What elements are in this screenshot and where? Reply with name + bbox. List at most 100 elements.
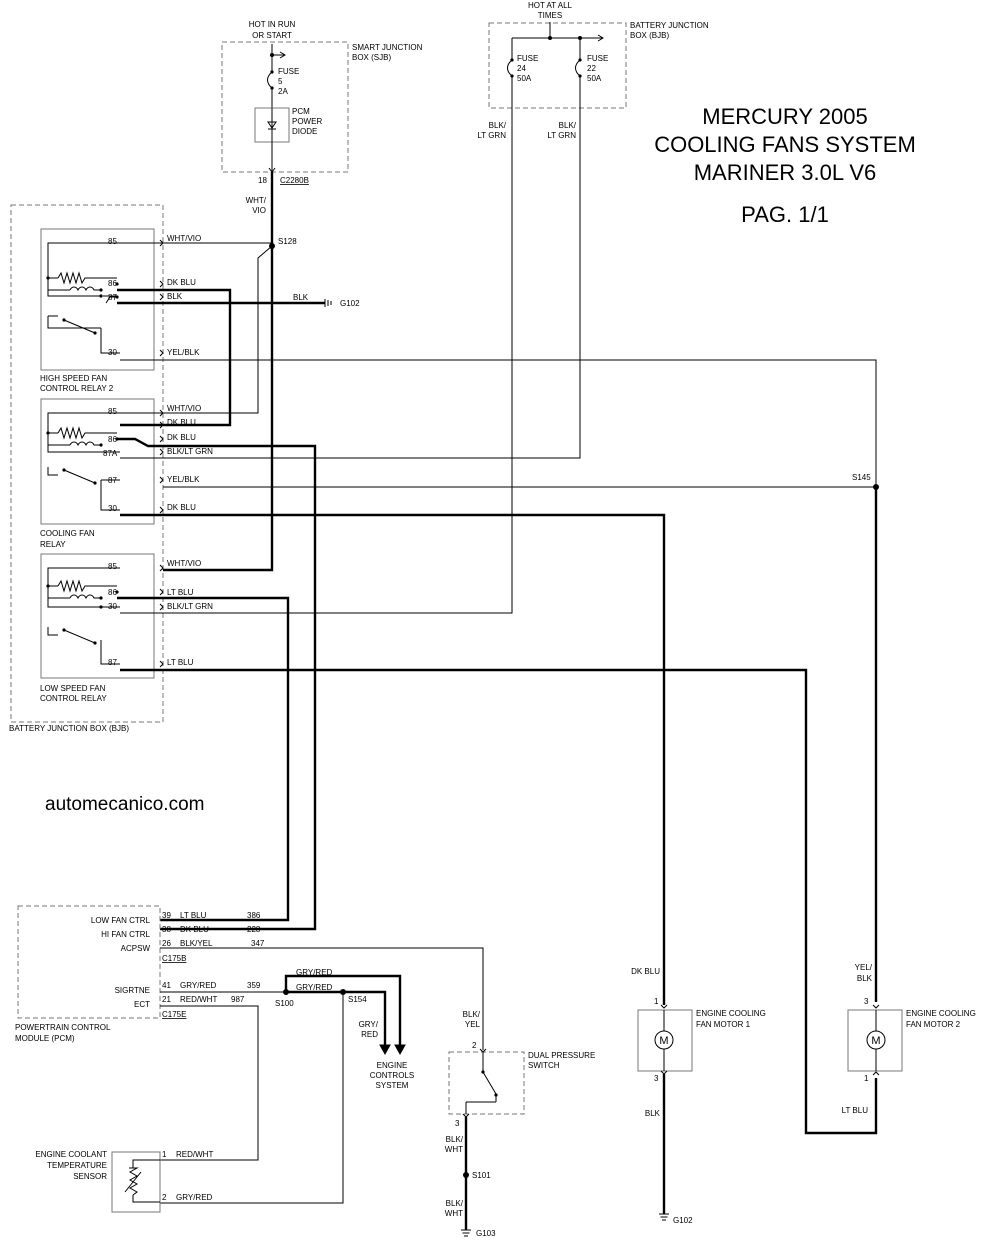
- cooling-fan-relay-node-c: [62, 468, 66, 472]
- fuse-5-rating: 2A: [278, 87, 288, 96]
- motor2-pin-in: 3: [864, 997, 869, 1006]
- low-relay-pin-30: 30: [108, 602, 117, 611]
- motor2-wire-out: LT BLU: [842, 1106, 869, 1115]
- title-line-3: MARINER 3.0L V6: [694, 160, 877, 185]
- pcm-row-sigrtne-wire: GRY/RED: [180, 981, 217, 990]
- dps-wire-in-1: BLK/: [463, 1010, 481, 1019]
- ect-label-3: SENSOR: [73, 1172, 107, 1181]
- relay-2-node-e: [93, 331, 97, 335]
- dps-pin-out: 3: [455, 1119, 460, 1128]
- dps-label-2: SWITCH: [528, 1061, 560, 1070]
- ecs-label-3: SYSTEM: [376, 1081, 409, 1090]
- ground-g103-label: G103: [476, 1229, 496, 1238]
- pcm-row-low-fan-pin: 39: [162, 911, 171, 920]
- low-relay-wire-85: WHT/VIO: [167, 559, 201, 568]
- pcm-label-2: MODULE (PCM): [15, 1034, 75, 1043]
- lt-blu-wire-low-fan-ctrl: [117, 596, 290, 922]
- pcm-gry-red-s154-label: GRY/RED: [296, 983, 333, 992]
- lt-blu-wire-motor2: [120, 668, 878, 1135]
- sjb-pin: 18: [258, 176, 267, 185]
- low-speed-fan-control-relay: 85 86 30 87 LOW SPEED FAN CONTROL RELAY: [40, 553, 155, 703]
- low-relay-internals: [47, 567, 120, 665]
- splice-s101-dot: [463, 1172, 469, 1178]
- pcm-box: [17, 905, 161, 1019]
- low-relay-resistor-icon: [57, 579, 88, 593]
- ground-g102-bottom-icon: [659, 1213, 669, 1221]
- title-line-1: MERCURY 2005: [702, 104, 867, 129]
- splice-s101-label: S101: [472, 1171, 491, 1180]
- dual-pressure-switch: BLK/ YEL 2 DUAL PRESSURE SWITCH 3: [448, 1010, 595, 1128]
- fuse-5-symbol: [267, 55, 273, 108]
- gry-red-wire-ecs-2: [286, 990, 387, 1050]
- relay-2-pin-86: 86: [108, 279, 117, 288]
- fuse-22-wire-1: BLK/: [559, 121, 577, 130]
- pcm-row-sigrtne-circuit: 359: [247, 981, 261, 990]
- battery-junction-box-fuses: HOT AT ALL TIMES BATTERY JUNCTION BOX (B…: [477, 1, 709, 140]
- fuse-5-number: 5: [278, 77, 283, 86]
- low-relay-wire-87: LT BLU: [167, 658, 194, 667]
- gry-red-wire-ecs-1: [284, 974, 402, 1050]
- fuse-24-symbol: [507, 59, 513, 108]
- ground-g103-icon: [461, 1229, 471, 1237]
- relay-2-node-b: [99, 288, 103, 292]
- pcm-connector-c175e: C175E: [162, 1010, 186, 1019]
- cooling-fan-relay-pin-85: 85: [108, 407, 117, 416]
- pcm-label-1: POWERTRAIN CONTROL: [15, 1023, 111, 1032]
- motor1-label-1: ENGINE COOLING: [696, 1009, 766, 1018]
- dps-wire-g-2: WHT: [445, 1209, 463, 1218]
- relay-2-label-2: CONTROL RELAY 2: [40, 384, 114, 393]
- motor2-box: [847, 1009, 903, 1072]
- dps-wire-out-2: WHT: [445, 1145, 463, 1154]
- motor2-wire-in-1: YEL/: [855, 963, 873, 972]
- sjb-output-wire: [268, 142, 276, 173]
- relay-2-pin-85: 85: [108, 237, 117, 246]
- pcm-gry-red-up-label: GRY/RED: [296, 968, 333, 977]
- low-relay-node-a: [46, 584, 50, 588]
- motor2-connector-in: [872, 1004, 880, 1009]
- motor2-label-2: FAN MOTOR 2: [906, 1020, 961, 1029]
- pcm-row-sigrtne-name: SIGRTNE: [115, 986, 150, 995]
- dps-label-1: DUAL PRESSURE: [528, 1051, 595, 1060]
- fuse-22-rating: 50A: [587, 74, 602, 83]
- sjb-box: [221, 41, 349, 173]
- relay-2-wire-87: BLK: [167, 292, 183, 301]
- low-relay-wire-86: LT BLU: [167, 588, 194, 597]
- sjb-wire-2: VIO: [252, 206, 266, 215]
- sjb-feed-arrow: [271, 44, 286, 59]
- ect-sensor-box: [111, 1151, 161, 1213]
- diode-label-3: DIODE: [292, 127, 317, 136]
- relay-2-wire-30: YEL/BLK: [167, 348, 200, 357]
- pcm-gry-red-v-2: RED: [361, 1030, 378, 1039]
- low-relay-box: [40, 553, 155, 679]
- ground-g102-bottom-label: G102: [673, 1216, 693, 1225]
- pcm-row-hi-fan-pin: 38: [162, 925, 171, 934]
- splice-s128-dot: [269, 243, 275, 249]
- red-wht-wire-ect: [160, 1005, 259, 1161]
- motor2-m-icon: [866, 1030, 886, 1050]
- cooling-fan-relay-resistor-icon: [57, 426, 88, 440]
- low-relay-node-b: [99, 596, 103, 600]
- low-relay-pin-87: 87: [108, 658, 117, 667]
- motor1-pin-out: 3: [654, 1074, 659, 1083]
- ecs-label-2: CONTROLS: [370, 1071, 414, 1080]
- ect-pin-2: 2: [162, 1193, 167, 1202]
- ect-label-1: ENGINE COOLANT: [35, 1150, 107, 1159]
- dk-blu-wire-motor1: [120, 513, 666, 1005]
- motor2-label-1: ENGINE COOLING: [906, 1009, 976, 1018]
- cooling-fan-relay-pin-86: 86: [108, 435, 117, 444]
- motor1-symbol: M: [659, 1035, 668, 1047]
- motor1-pin-in: 1: [654, 997, 659, 1006]
- pcm-row-ect-wire: RED/WHT: [180, 995, 217, 1004]
- relay-2-node-a: [46, 276, 50, 280]
- pcm-row-acpsw-wire: BLK/YEL: [180, 939, 213, 948]
- cooling-fan-relay-coil-icon: [69, 441, 100, 447]
- cooling-fan-relay-node-b: [99, 443, 103, 447]
- bjb-bus-dot-2: [578, 36, 582, 40]
- gry-red-wire-ect: [160, 992, 344, 1204]
- pcm-row-low-fan-wire: LT BLU: [180, 911, 207, 920]
- powertrain-control-module: LOW FAN CTRL HI FAN CTRL ACPSW 39 LT BLU…: [15, 905, 265, 1043]
- fuse-24-number: 24: [517, 64, 526, 73]
- fuse-5-label: FUSE: [278, 67, 299, 76]
- dk-blu-wire-hi-fan-ctrl: [117, 437, 317, 931]
